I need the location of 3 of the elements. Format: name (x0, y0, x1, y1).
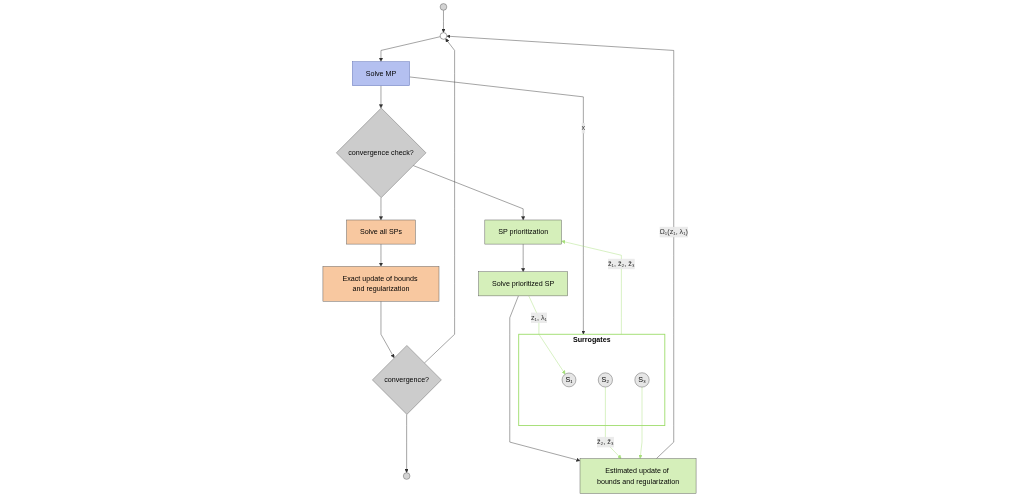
node-circle (439, 3, 448, 11)
node-circle (403, 472, 411, 480)
node-circle (439, 32, 448, 40)
